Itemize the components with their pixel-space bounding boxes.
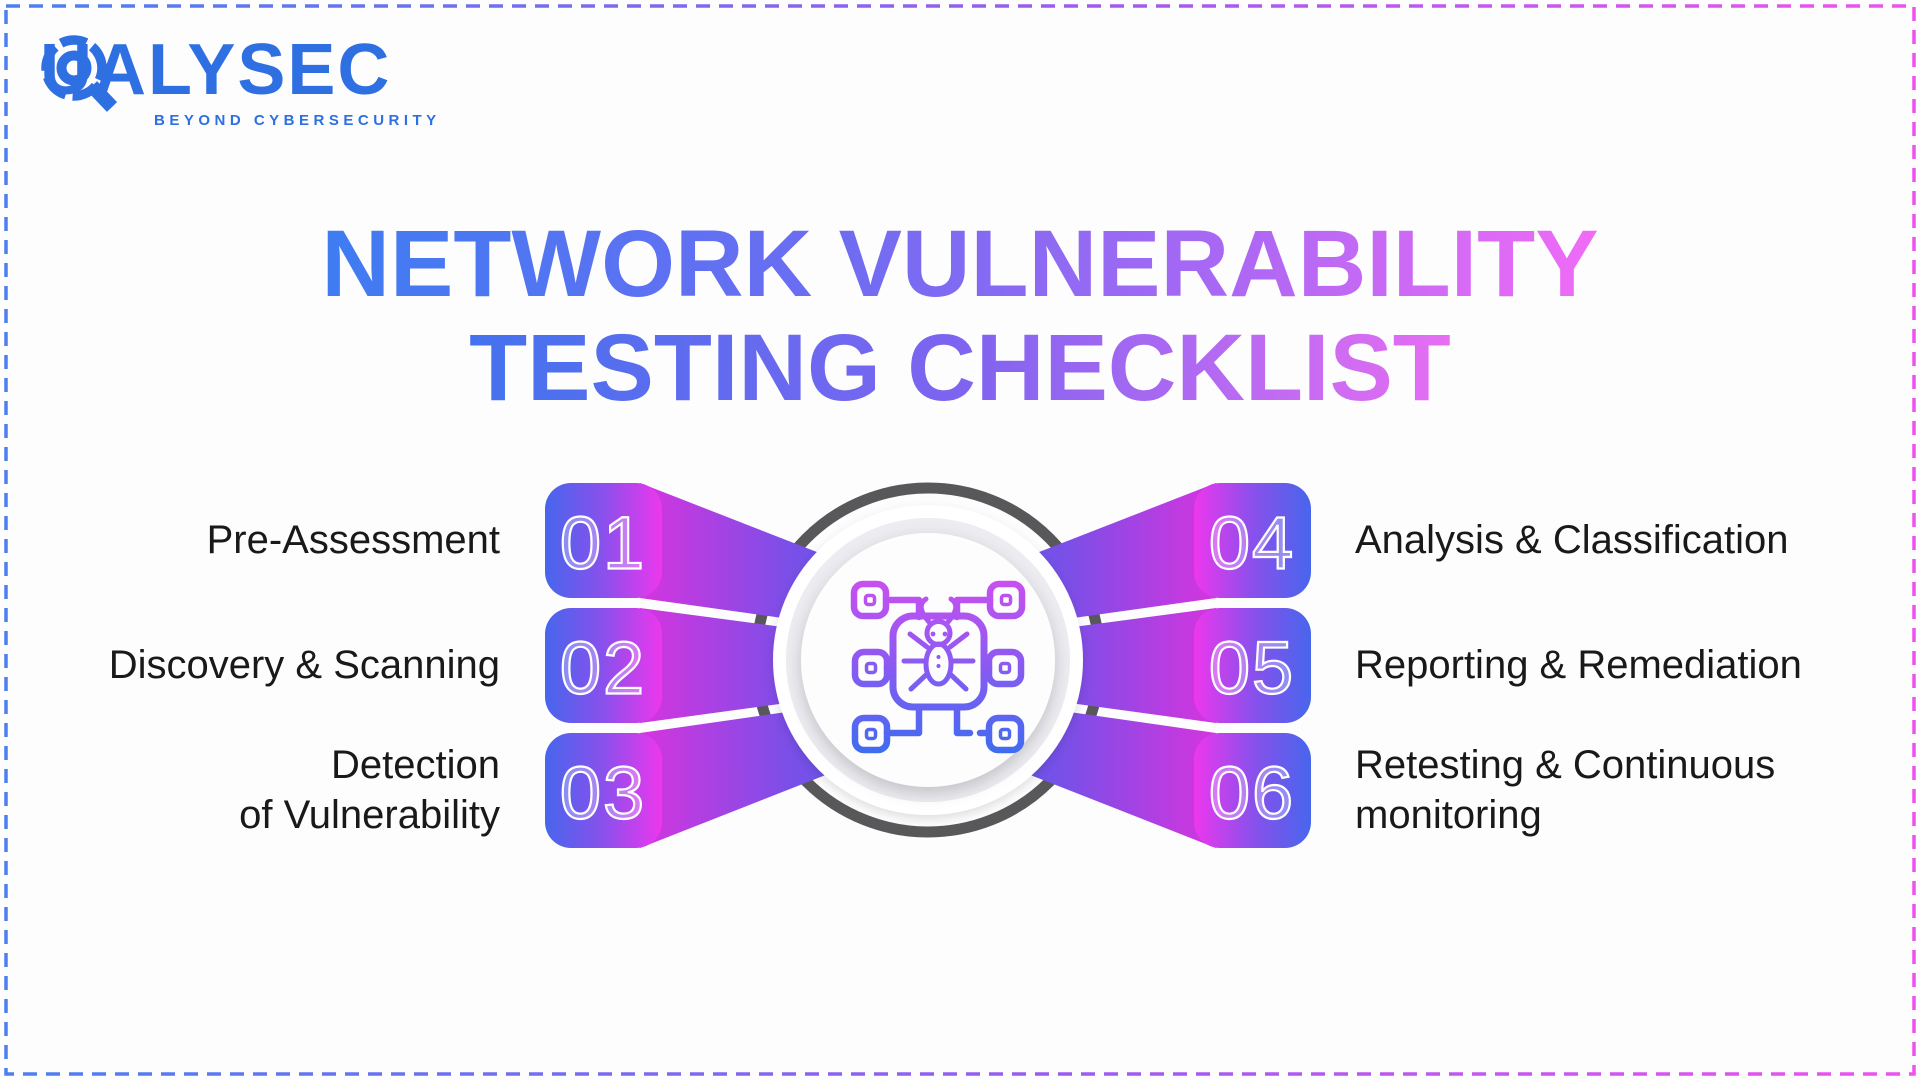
logo-tagline: BEYOND CYBERSECURITY <box>154 112 441 129</box>
badge-number: 04 <box>1209 502 1295 585</box>
step-badge-04: 04 <box>1194 483 1311 598</box>
step-label-05: Reporting & Remediation <box>1355 643 1802 687</box>
badge-shape <box>545 733 662 848</box>
step-badge-03: 03 <box>545 733 662 848</box>
page-title: NETWORK VULNERABILITY TESTING CHECKLIST <box>0 212 1920 420</box>
badge-shape <box>1194 733 1311 848</box>
step-badge-05: 05 <box>1194 608 1311 723</box>
step-label-03: Detection of Vulnerability <box>239 743 500 837</box>
step-label-04: Analysis & Classification <box>1355 518 1789 562</box>
badge-number: 06 <box>1209 752 1295 835</box>
badge-shape <box>1194 608 1311 723</box>
bug-glyph <box>901 596 976 692</box>
qualysec-logo: UALYSEC BEYOND CYBERSECURITY <box>36 30 441 129</box>
step-badge-01: 01 <box>545 483 662 598</box>
bug-network-icon <box>850 580 1026 754</box>
badge-number: 02 <box>560 627 646 710</box>
step-badge-02: 02 <box>545 608 662 723</box>
badge-number: 05 <box>1209 627 1295 710</box>
badge-shape <box>545 608 662 723</box>
step-label-01: Pre-Assessment <box>206 518 500 562</box>
badge-shape <box>1194 483 1311 598</box>
logo-q-icon <box>41 35 118 112</box>
title-line-1: NETWORK VULNERABILITY <box>321 211 1599 317</box>
title-line-2: TESTING CHECKLIST <box>469 315 1451 421</box>
dashed-border <box>4 4 1916 1076</box>
step-label-02: Discovery & Scanning <box>108 643 500 687</box>
step-badges: 01 02 03 04 05 06 <box>545 483 1311 848</box>
badge-shape <box>545 483 662 598</box>
step-label-06: Retesting & Continuous monitoring <box>1355 743 1776 837</box>
badge-number: 03 <box>560 752 646 835</box>
badge-number: 01 <box>560 502 646 585</box>
step-badge-06: 06 <box>1194 733 1311 848</box>
chip-outline <box>889 612 988 711</box>
